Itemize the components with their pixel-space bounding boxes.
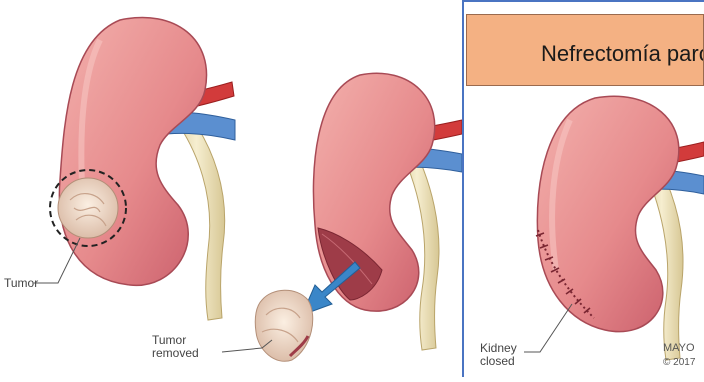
title: Nefrectomía parcial [541, 41, 704, 67]
removed-tumor [255, 290, 313, 361]
tumor-label: Tumor [4, 277, 38, 290]
tumor-1 [58, 178, 118, 238]
kidney-closed-leader-line [524, 304, 572, 352]
kidney-tumor-removed [222, 73, 462, 361]
credit-org: MAYO [663, 342, 695, 354]
kidney-with-tumor [34, 17, 235, 320]
kidney-closed [524, 96, 704, 360]
tumor-removed-label-line2: removed [152, 347, 199, 360]
panel-top-border [462, 0, 704, 2]
kidney-closed-label-line2: closed [480, 355, 515, 368]
title-box: Nefrectomía parcial [466, 14, 704, 86]
credit-year: © 2017 [663, 357, 695, 368]
panel-divider [462, 0, 464, 377]
kidney-3 [537, 96, 678, 331]
